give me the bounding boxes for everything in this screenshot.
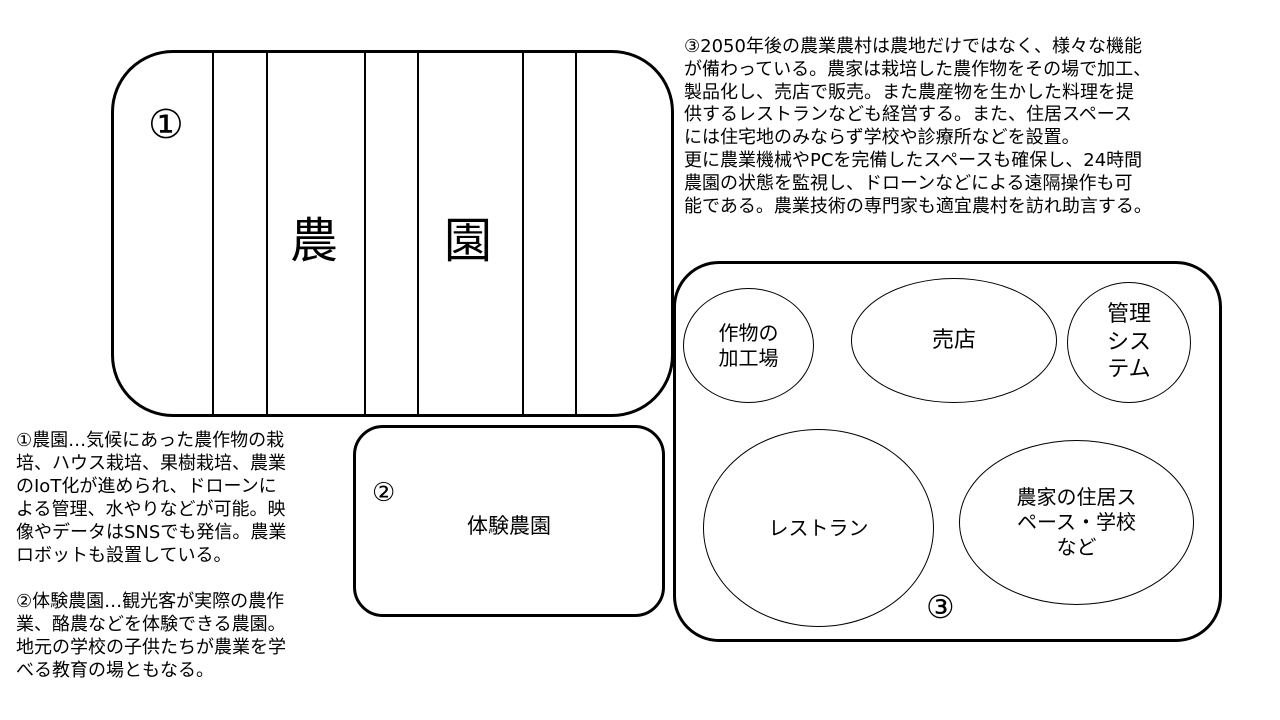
farm-label-1: 農 [290,213,339,269]
farm-stripe [212,53,214,414]
processing-facility-ellipse: 作物の 加工場 [683,288,814,403]
residence-ellipse: 農家の住居ス ペース・学校 など [959,440,1194,605]
store-label: 売店 [931,327,976,353]
management-system-ellipse: 管理 シス テム [1067,282,1191,403]
farm-stripe [266,53,268,414]
village-description: ③2050年後の農業農村は農地だけではなく、様々な機能 が備わっている。農家は栽… [684,36,1152,217]
experience-farm-number: ② [372,478,396,508]
farm-label-2: 園 [444,213,493,269]
experience-farm-box: ② 体験農園 [353,425,665,617]
farm-box: ① 農 園 [111,50,674,417]
management-system-label: 管理 シス テム [1106,302,1151,383]
farm-description: ①農園…気候にあった農作物の栽 培、ハウス栽培、果樹栽培、農業 のIoT化が進め… [16,430,287,681]
experience-farm-label: 体験農園 [467,514,551,538]
restaurant-ellipse: レストラン [703,429,934,627]
farm-stripe [522,53,524,414]
village-number: ③ [926,588,955,626]
village-box: 作物の 加工場 売店 管理 シス テム レストラン 農家の住居ス ペース・学校 … [673,261,1222,642]
restaurant-label: レストラン [768,515,869,540]
farm-stripe [575,53,577,414]
farm-number: ① [148,102,184,148]
farm-stripe [417,53,419,414]
processing-facility-label: 作物の 加工場 [718,320,779,370]
residence-label: 農家の住居ス ペース・学校 など [1016,485,1137,559]
store-ellipse: 売店 [851,278,1057,403]
farm-stripe [364,53,366,414]
